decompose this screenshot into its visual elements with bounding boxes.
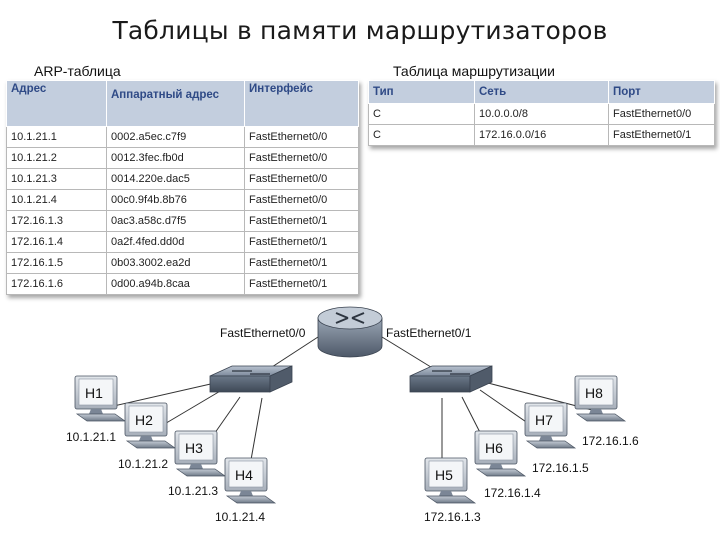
host-h7-name: H7 — [535, 412, 553, 428]
arp-cell-interface: FastEthernet0/1 — [244, 231, 359, 253]
switch-right-icon — [409, 365, 493, 393]
arp-cell-interface: FastEthernet0/0 — [244, 189, 359, 211]
host-h5-icon — [424, 457, 477, 504]
routing-header-port: Порт — [608, 80, 715, 104]
host-h7-icon — [524, 402, 577, 449]
host-h1-icon — [74, 375, 127, 422]
arp-cell-address: 172.16.1.6 — [6, 273, 107, 295]
router-port-right-label: FastEthernet0/1 — [386, 326, 472, 340]
host-ip-h4: 10.1.21.4 — [215, 510, 266, 524]
arp-cell-hw-address: 0d00.a94b.8caa — [106, 273, 245, 295]
arp-header-interface: Интерфейс — [244, 80, 359, 127]
host-ip-h1: 10.1.21.1 — [66, 430, 117, 444]
arp-cell-interface: FastEthernet0/1 — [244, 252, 359, 274]
routing-cell-network: 172.16.0.0/16 — [474, 124, 609, 146]
arp-cell-interface: FastEthernet0/0 — [244, 168, 359, 190]
host-h5-name: H5 — [435, 467, 453, 483]
router-port-left-label: FastEthernet0/0 — [220, 326, 306, 340]
arp-cell-hw-address: 0014.220e.dac5 — [106, 168, 245, 190]
host-h2-name: H2 — [135, 412, 153, 428]
routing-cell-network: 10.0.0.0/8 — [474, 103, 609, 125]
host-ip-h2: 10.1.21.2 — [118, 457, 169, 471]
host-ip-h7: 172.16.1.5 — [532, 461, 589, 475]
arp-cell-interface: FastEthernet0/1 — [244, 210, 359, 232]
host-h6-name: H6 — [485, 440, 503, 456]
host-h4-icon — [224, 457, 277, 504]
arp-cell-hw-address: 0012.3fec.fb0d — [106, 147, 245, 169]
host-h6-icon — [474, 430, 527, 477]
host-h3-icon — [174, 430, 227, 477]
arp-cell-interface: FastEthernet0/0 — [244, 126, 359, 148]
host-h8-icon — [574, 375, 627, 422]
routing-cell-type: C — [368, 124, 475, 146]
arp-cell-address: 172.16.1.4 — [6, 231, 107, 253]
host-h8-name: H8 — [585, 385, 603, 401]
routing-header-network: Сеть — [474, 80, 609, 104]
host-ip-h8: 172.16.1.6 — [582, 434, 639, 448]
arp-header-hw-address: Аппаратный адрес — [106, 80, 245, 127]
arp-cell-address: 10.1.21.4 — [6, 189, 107, 211]
host-ip-h3: 10.1.21.3 — [168, 484, 219, 498]
host-h4-name: H4 — [235, 467, 253, 483]
routing-cell-port: FastEthernet0/0 — [608, 103, 715, 125]
page-title: Таблицы в памяти маршрутизаторов — [112, 16, 608, 45]
arp-table: Адрес Аппаратный адрес Интерфейс 10.1.21… — [6, 80, 359, 295]
host-ip-h6: 172.16.1.4 — [484, 486, 541, 500]
router-icon — [317, 306, 383, 358]
arp-table-caption: ARP-таблица — [34, 63, 121, 79]
host-h1-name: H1 — [85, 385, 103, 401]
arp-cell-address: 172.16.1.3 — [6, 210, 107, 232]
host-ip-h5: 172.16.1.3 — [424, 510, 481, 524]
arp-cell-address: 172.16.1.5 — [6, 252, 107, 274]
routing-cell-port: FastEthernet0/1 — [608, 124, 715, 146]
routing-table-caption: Таблица маршрутизации — [393, 63, 555, 79]
arp-cell-address: 10.1.21.3 — [6, 168, 107, 190]
host-h3-name: H3 — [185, 440, 203, 456]
arp-cell-interface: FastEthernet0/0 — [244, 147, 359, 169]
arp-cell-interface: FastEthernet0/1 — [244, 273, 359, 295]
links — [95, 336, 593, 489]
switch-left-icon — [209, 365, 293, 393]
arp-cell-address: 10.1.21.1 — [6, 126, 107, 148]
arp-cell-hw-address: 0002.a5ec.c7f9 — [106, 126, 245, 148]
arp-cell-hw-address: 0b03.3002.ea2d — [106, 252, 245, 274]
routing-header-type: Тип — [368, 80, 475, 104]
host-h2-icon — [124, 402, 177, 449]
